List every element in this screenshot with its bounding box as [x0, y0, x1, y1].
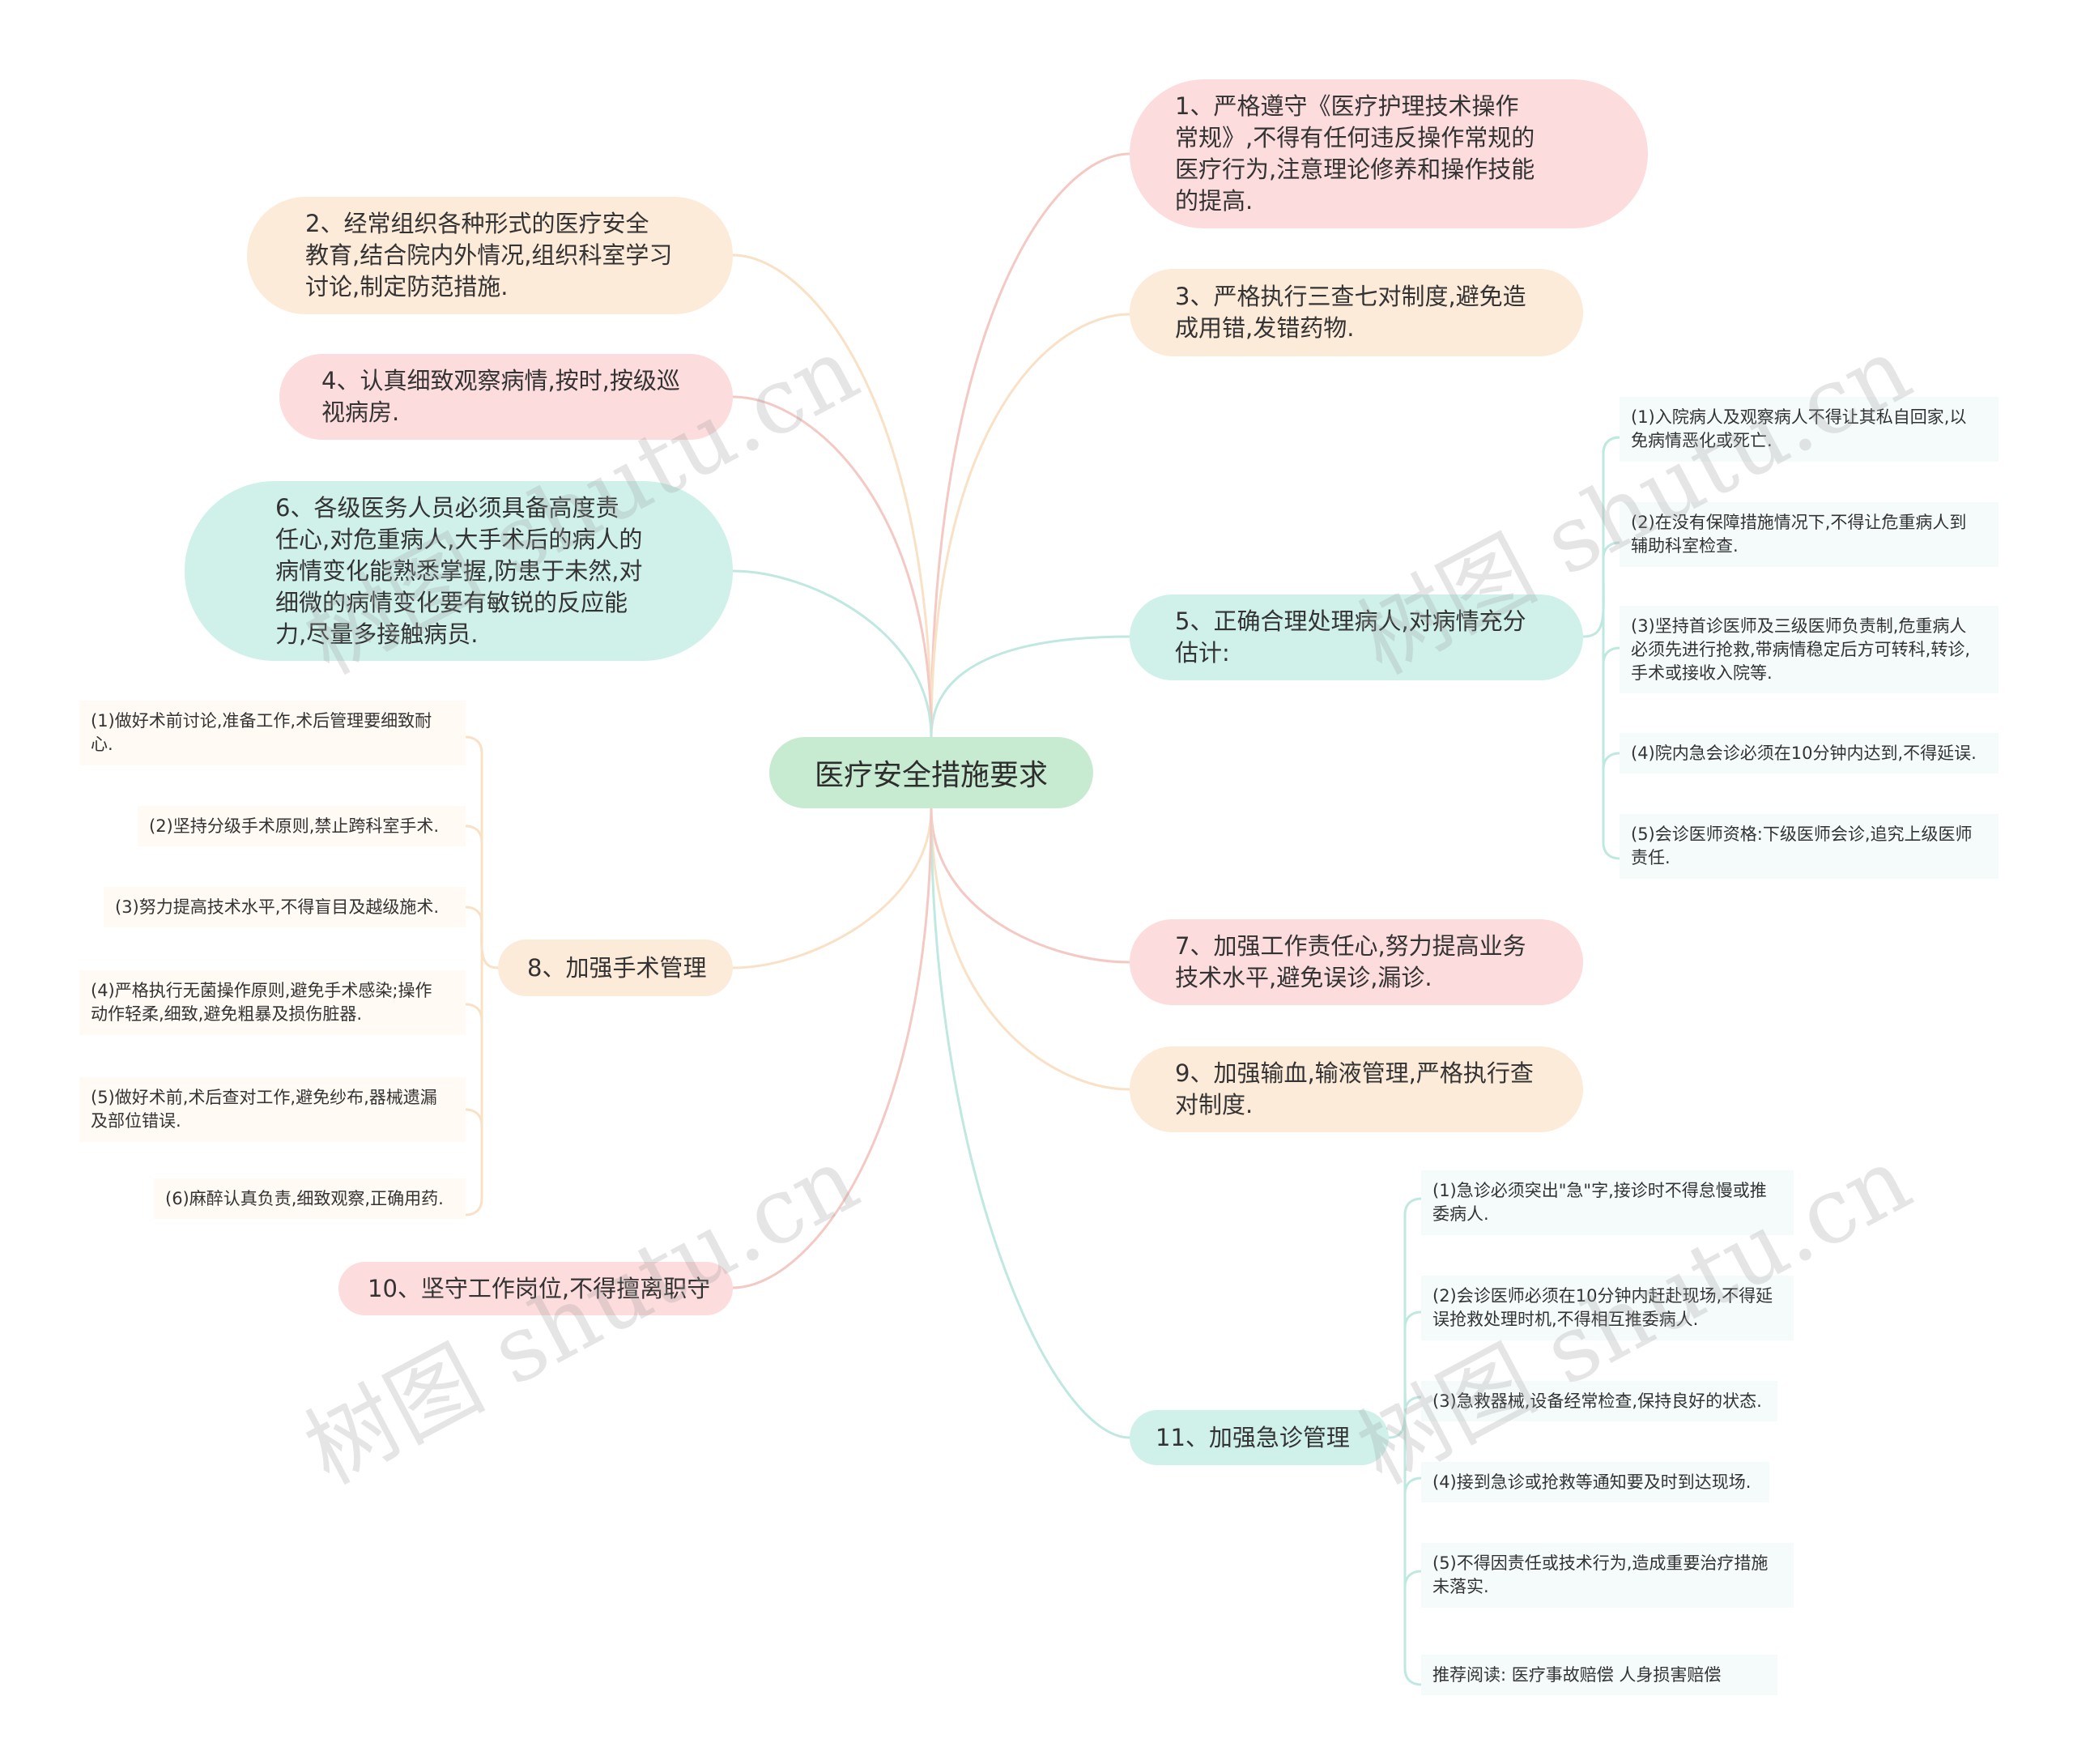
- b5-item-5[interactable]: (5)会诊医师资格:下级医师会诊,追究上级医师 责任.: [1620, 814, 1999, 879]
- b11-item-5-label: (5)不得因责任或技术行为,造成重要治疗措施 未落实.: [1432, 1553, 1769, 1596]
- branch-11[interactable]: 11、加强急诊管理: [1130, 1410, 1389, 1465]
- b5-item-5-label: (5)会诊医师资格:下级医师会诊,追究上级医师 责任.: [1631, 824, 1973, 867]
- branch-2[interactable]: 2、经常组织各种形式的医疗安全 教育,结合院内外情况,组织科室学习 讨论,制定防…: [247, 197, 733, 314]
- branch-11-label: 11、加强急诊管理: [1156, 1423, 1350, 1451]
- link-root-b2: [732, 254, 933, 738]
- link-b8-l2: [465, 824, 483, 843]
- branch-7-label: 7、加强工作责任心,努力提高业务 技术水平,避免误诊,漏诊.: [1175, 932, 1526, 991]
- b8-item-1-label: (1)做好术前讨论,准备工作,术后管理要细致耐 心.: [91, 711, 432, 754]
- b5-item-4-label: (4)院内急会诊必须在10分钟内达到,不得延误.: [1631, 743, 1977, 763]
- b5-item-4[interactable]: (4)院内急会诊必须在10分钟内达到,不得延误.: [1620, 733, 1999, 773]
- branch-10-label: 10、坚守工作岗位,不得擅离职守: [368, 1274, 711, 1302]
- branch-9-label: 9、加强输血,输液管理,严格执行查 对制度.: [1175, 1059, 1534, 1118]
- link-b8-leaves: [465, 735, 499, 1216]
- link-b5-l3: [1602, 646, 1620, 665]
- b11-recommended-reading[interactable]: 推荐阅读: 医疗事故赔偿 人身损害赔偿: [1421, 1655, 1777, 1695]
- link-root-b6: [732, 569, 933, 738]
- recommended-reading-links: 推荐阅读: 医疗事故赔偿 人身损害赔偿: [1432, 1664, 1722, 1685]
- link-root-b5: [930, 635, 1130, 738]
- b8-item-3-label: (3)努力提高技术水平,不得盲目及越级施术.: [115, 897, 440, 917]
- b8-item-4[interactable]: (4)严格执行无菌操作原则,避免手术感染;操作 动作轻柔,细致,避免粗暴及损伤脏…: [79, 970, 466, 1035]
- b5-item-2[interactable]: (2)在没有保障措施情况下,不得让危重病人到 辅助科室检查.: [1620, 502, 1999, 567]
- b5-item-3-label: (3)坚持首诊医师及三级医师负责制,危重病人 必须先进行抢救,带病情稳定后方可转…: [1631, 616, 1971, 683]
- b11-item-3-label: (3)急救器械,设备经常检查,保持良好的状态.: [1432, 1391, 1762, 1411]
- b8-item-4-label: (4)严格执行无菌操作原则,避免手术感染;操作 动作轻柔,细致,避免粗暴及损伤脏…: [91, 981, 432, 1024]
- link-root-b8: [732, 807, 933, 969]
- branch-4-label: 4、认真细致观察病情,按时,按级巡 视病房.: [321, 367, 680, 426]
- b11-item-2[interactable]: (2)会诊医师必须在10分钟内赶赴现场,不得延 误抢救处理时机,不得相互推委病人…: [1421, 1276, 1794, 1340]
- b8-item-1[interactable]: (1)做好术前讨论,准备工作,术后管理要细致耐 心.: [79, 701, 466, 765]
- link-b11-l4: [1403, 1476, 1422, 1495]
- root-topic-label: 医疗安全措施要求: [814, 759, 1048, 792]
- b11-item-4-label: (4)接到急诊或抢救等通知要及时到达现场.: [1432, 1472, 1752, 1492]
- branch-3[interactable]: 3、严格执行三查七对制度,避免造 成用错,发错药物.: [1130, 269, 1583, 356]
- b8-item-6-label: (6)麻醉认真负责,细致观察,正确用药.: [165, 1188, 444, 1208]
- branch-7[interactable]: 7、加强工作责任心,努力提高业务 技术水平,避免误诊,漏诊.: [1130, 919, 1583, 1005]
- b8-item-6[interactable]: (6)麻醉认真负责,细致观察,正确用药.: [154, 1178, 466, 1219]
- branch-4[interactable]: 4、认真细致观察病情,按时,按级巡 视病房.: [279, 354, 733, 440]
- link-b5-l4: [1602, 752, 1620, 770]
- link-b8-l3: [465, 905, 483, 924]
- branch-1[interactable]: 1、严格遵守《医疗护理技术操作 常规》,不得有任何违反操作常规的 医疗行为,注意…: [1130, 79, 1648, 228]
- b8-item-2-label: (2)坚持分级手术原则,禁止跨科室手术.: [149, 816, 440, 836]
- b11-item-1[interactable]: (1)急诊必须突出"急"字,接诊时不得怠慢或推 委病人.: [1421, 1170, 1794, 1235]
- b5-item-1[interactable]: (1)入院病人及观察病人不得让其私自回家,以 免病情恶化或死亡.: [1620, 397, 1999, 462]
- link-b11-leaves: [1388, 1197, 1422, 1686]
- branch-9[interactable]: 9、加强输血,输液管理,严格执行查 对制度.: [1130, 1046, 1583, 1132]
- b11-item-3[interactable]: (3)急救器械,设备经常检查,保持良好的状态.: [1421, 1381, 1777, 1421]
- branch-8[interactable]: 8、加强手术管理: [498, 940, 733, 996]
- root-topic[interactable]: 医疗安全措施要求: [769, 737, 1093, 808]
- link-b5-l2: [1602, 541, 1620, 560]
- branch-2-label: 2、经常组织各种形式的医疗安全 教育,结合院内外情况,组织科室学习 讨论,制定防…: [305, 210, 673, 300]
- b8-item-2[interactable]: (2)坚持分级手术原则,禁止跨科室手术.: [138, 806, 466, 846]
- link-b11-l2: [1403, 1310, 1422, 1329]
- link-b11-l3: [1403, 1395, 1422, 1414]
- link-b8-l5: [465, 1108, 483, 1127]
- link-root-b7: [930, 807, 1130, 964]
- branch-6[interactable]: 6、各级医务人员必须具备高度责 任心,对危重病人,大手术后的病人的 病情变化能熟…: [185, 481, 733, 661]
- b8-item-3[interactable]: (3)努力提高技术水平,不得盲目及越级施术.: [104, 887, 466, 927]
- b5-item-1-label: (1)入院病人及观察病人不得让其私自回家,以 免病情恶化或死亡.: [1631, 407, 1967, 450]
- b5-item-2-label: (2)在没有保障措施情况下,不得让危重病人到 辅助科室检查.: [1631, 513, 1967, 556]
- b11-item-1-label: (1)急诊必须突出"急"字,接诊时不得怠慢或推 委病人.: [1432, 1181, 1767, 1224]
- branch-6-label: 6、各级医务人员必须具备高度责 任心,对危重病人,大手术后的病人的 病情变化能熟…: [275, 493, 643, 648]
- b11-item-4[interactable]: (4)接到急诊或抢救等通知要及时到达现场.: [1421, 1462, 1769, 1502]
- link-b5-l1: [1602, 436, 1620, 454]
- branch-5[interactable]: 5、正确合理处理病人,对病情充分 估计:: [1130, 594, 1583, 680]
- link-root-b9: [930, 807, 1130, 1091]
- b11-item-2-label: (2)会诊医师必须在10分钟内赶赴现场,不得延 误抢救处理时机,不得相互推委病人…: [1432, 1286, 1773, 1329]
- b8-item-5[interactable]: (5)做好术前,术后查对工作,避免纱布,器械遗漏 及部位错误.: [79, 1077, 466, 1142]
- branch-8-label: 8、加强手术管理: [527, 953, 707, 982]
- b8-item-5-label: (5)做好术前,术后查对工作,避免纱布,器械遗漏 及部位错误.: [91, 1088, 437, 1131]
- branch-5-label: 5、正确合理处理病人,对病情充分 估计:: [1175, 607, 1526, 667]
- branch-3-label: 3、严格执行三查七对制度,避免造 成用错,发错药物.: [1175, 283, 1526, 342]
- link-b8-l4: [465, 1003, 483, 1021]
- link-root-b4: [732, 395, 933, 738]
- link-b11-l5: [1403, 1570, 1422, 1588]
- branch-10[interactable]: 10、坚守工作岗位,不得擅离职守: [338, 1262, 733, 1315]
- link-root-b1: [930, 152, 1130, 738]
- b11-item-5[interactable]: (5)不得因责任或技术行为,造成重要治疗措施 未落实.: [1421, 1543, 1794, 1608]
- link-root-b10: [732, 807, 933, 1289]
- link-root-b3: [930, 313, 1130, 738]
- branch-1-label: 1、严格遵守《医疗护理技术操作 常规》,不得有任何违反操作常规的 医疗行为,注意…: [1175, 92, 1535, 215]
- link-root-b11: [930, 807, 1130, 1439]
- b5-item-3[interactable]: (3)坚持首诊医师及三级医师负责制,危重病人 必须先进行抢救,带病情稳定后方可转…: [1620, 606, 1999, 693]
